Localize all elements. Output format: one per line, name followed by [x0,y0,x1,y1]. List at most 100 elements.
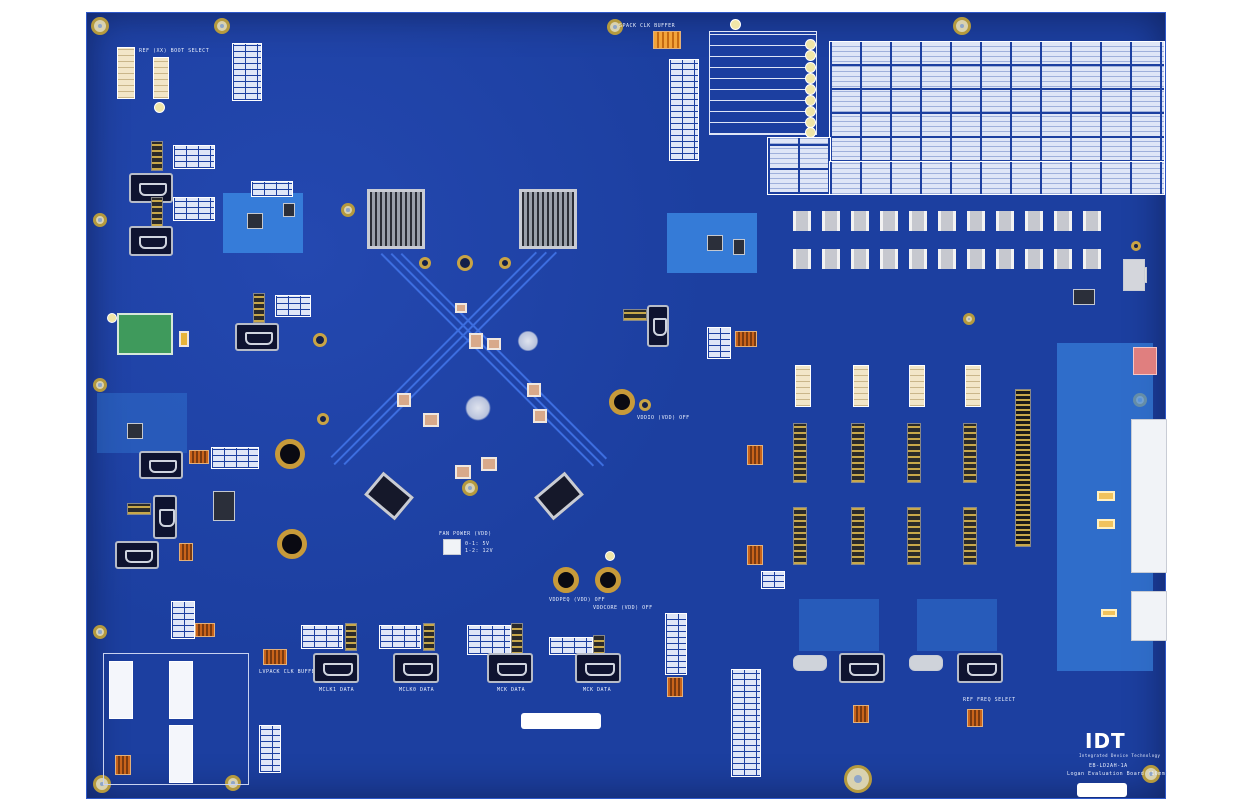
header-connector [853,365,869,407]
lvpack-buffer-label: LVPACK CLK BUFFER [259,669,319,675]
hdmi-label: MCK DATA [583,687,612,693]
tantalum-capacitor [1101,609,1117,617]
long-pin-header [1015,389,1031,547]
mounting-hole [93,625,107,639]
inductor [179,543,193,561]
capacitor [469,333,483,349]
capacitor [423,413,439,427]
silkscreen-table [467,625,511,655]
tantalum-capacitor [179,331,189,347]
status-led [805,106,816,117]
tantalum-capacitor [1097,491,1115,501]
pin-header [151,141,163,171]
inductor [667,677,683,697]
boot-select-label: REF (XX) BOOT SELECT [139,48,210,54]
spack-buffer-label: SPACK CLK BUFFER [619,23,676,29]
inductor [189,450,209,464]
status-led [805,39,816,50]
pin-header [593,635,605,655]
dip-switch [169,661,193,719]
ic-chip [1073,289,1095,305]
silkscreen-table [707,327,731,359]
mounting-hole [953,17,971,35]
sma-connector [909,655,943,671]
header-connector [965,365,981,407]
silkscreen-table [301,625,343,649]
clock-output-module [799,599,879,651]
status-led [805,84,816,95]
hdmi-connector [393,653,439,683]
inductor [263,649,287,665]
idt-logo: IDT [1085,729,1126,753]
vddio-power-jack [609,389,635,415]
status-led [805,50,816,61]
fan-power-label: FAN POWER (VDD) [439,531,492,537]
inductor [735,331,757,347]
hdmi-label: MCK DATA [497,687,526,693]
test-point [457,255,473,271]
test-point [419,257,431,269]
sma-connector [793,655,827,671]
silkscreen-table [731,669,761,777]
connector-cage-right [534,471,584,521]
pin-header [851,507,865,565]
inductor [195,623,215,637]
mounting-hole [462,480,478,496]
silkscreen-table [669,59,699,161]
silkscreen-table [171,601,195,639]
capacitor [533,409,547,423]
silkscreen-table [173,145,215,169]
capacitor [487,338,501,350]
header-connector [795,365,811,407]
silkscreen-table [259,725,281,773]
hdmi-connector [129,173,173,203]
pin-header [907,423,921,483]
mounting-hole [225,775,241,791]
clock-module [223,193,303,253]
silkscreen-table [173,197,215,221]
status-led [805,95,816,106]
mounting-hole [341,203,355,217]
pin-header [253,293,265,323]
resistor-array [793,211,1113,271]
vddcore-label: VDDCORE (VDD) OFF [593,605,653,611]
test-point [313,333,327,347]
bga-socket-port-a [367,189,425,249]
boot-header [117,47,135,99]
test-point [499,257,511,269]
led [605,551,615,561]
hdmi-connector-vertical [153,495,177,539]
edge-connector [1131,591,1167,641]
silkscreen-table [549,637,593,655]
connector-cage-left [364,471,414,521]
pin-header [907,507,921,565]
ic-chip [707,235,723,251]
status-led [805,62,816,73]
led [107,313,117,323]
config-panel [103,653,249,785]
power-jack [275,439,305,469]
mounting-hole [1142,765,1160,783]
silkscreen-table [379,625,421,649]
boot-header [153,57,169,99]
test-point [639,399,651,411]
ic-chip [247,213,263,229]
dip-switch [169,725,193,783]
pin-header [851,423,865,483]
led [154,102,165,113]
capacitor [455,465,471,479]
hdmi-connector [139,451,183,479]
capacitor [455,303,467,313]
ic-chip [733,239,745,255]
pin-header [623,309,647,321]
silkscreen-table [251,181,293,197]
tantalum-capacitor [1097,519,1115,529]
dip-switch [109,661,133,719]
inductor [747,545,763,565]
hdmi-connector [575,653,621,683]
blank-label-sticker [1077,783,1127,797]
mounting-hole [91,17,109,35]
chip-cluster [517,331,539,351]
silkscreen-table [761,571,785,589]
fan-power-option: 0-1: 5V [465,541,490,547]
